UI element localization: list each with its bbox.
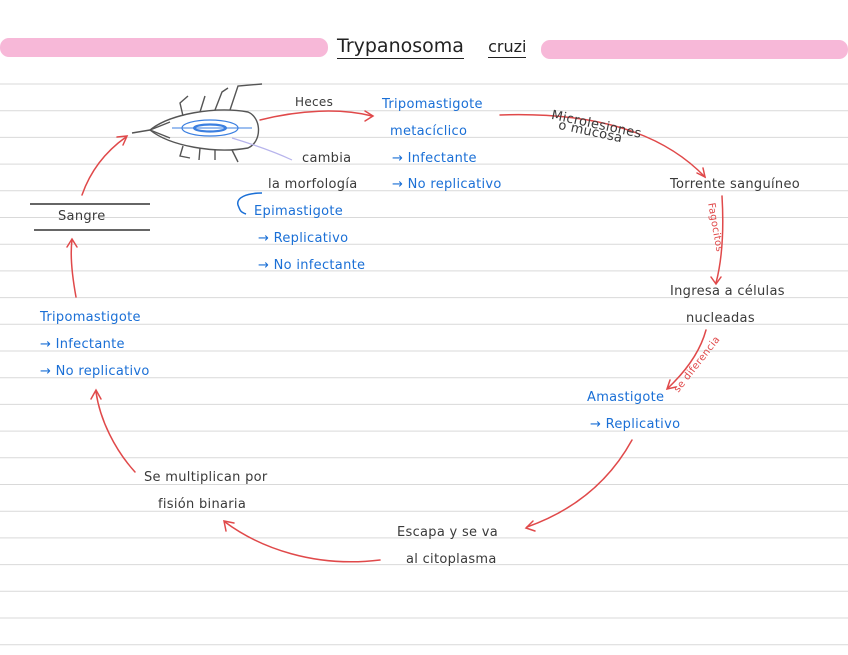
- stage-tripo-metaciclico-name: Tripomastigote: [382, 97, 483, 112]
- arrow-head-multiplican: [223, 520, 235, 532]
- arrow-heces: [259, 110, 373, 121]
- stage-tripomastigote-name: Tripomastigote: [40, 310, 141, 325]
- title-highlight-right: [541, 40, 848, 59]
- stage-tripomastigote-item: → Infectante: [40, 337, 125, 352]
- epimastigote-bracket: [237, 192, 263, 215]
- stage-amastigote-name: Amastigote: [587, 390, 665, 405]
- arrow-head-torrente: [696, 167, 707, 179]
- label-sangre: Sangre: [58, 209, 106, 224]
- label-torrente: Torrente sanguíneo: [670, 177, 800, 192]
- label-ingresa-2: nucleadas: [686, 311, 755, 326]
- stage-tripomastigote-item: → No replicativo: [40, 364, 150, 379]
- label-ingresa-1: Ingresa a células: [670, 284, 785, 299]
- label-cambia: cambia: [302, 151, 352, 166]
- arrow-head-fagocitos: [710, 276, 722, 286]
- stage-epimastigote-name: Epimastigote: [254, 204, 344, 219]
- cycle-arrows: [66, 110, 724, 563]
- arrow-multiplican: [224, 521, 381, 563]
- stage-tripo-metaciclico-item: → Infectante: [392, 151, 477, 166]
- title-species: cruzi: [488, 37, 527, 58]
- arrow-head-tripomastigote: [90, 388, 102, 400]
- label-multiplican-1: Se multiplican por: [144, 470, 268, 485]
- arrow-sangre: [70, 239, 77, 298]
- stage-amastigote-item: → Replicativo: [590, 417, 681, 432]
- stage-tripo-metaciclico-item: → No replicativo: [392, 177, 502, 192]
- arrow-head-vector: [116, 135, 129, 146]
- title-highlight-left: [0, 38, 328, 57]
- page-title: Trypanosoma cruzi: [337, 35, 527, 59]
- arrow-diferencia: [667, 329, 707, 389]
- arrow-head-diferencia: [665, 379, 677, 391]
- arrow-vector: [81, 136, 127, 196]
- arrow-head-escapa: [524, 520, 536, 532]
- ruled-lines: [0, 83, 848, 646]
- stage-epimastigote-item: → No infectante: [258, 258, 366, 273]
- arrow-fagocitos: [715, 195, 724, 284]
- label-heces: Heces: [295, 95, 334, 109]
- label-escapa-1: Escapa y se va: [397, 525, 499, 540]
- stage-tripo-metaciclico-name2: metacíclico: [390, 124, 468, 139]
- arrow-head-heces: [364, 110, 375, 122]
- arrow-escapa: [526, 439, 633, 528]
- label-multiplican-2: fisión binaria: [158, 497, 247, 512]
- arrow-torrente: [499, 113, 706, 178]
- arrow-head-sangre: [66, 237, 78, 248]
- title-genus: Trypanosoma: [337, 35, 464, 59]
- label-escapa-2: al citoplasma: [406, 552, 497, 567]
- label-morfologia: la morfología: [268, 177, 358, 192]
- triatomine-bug-icon: [131, 83, 293, 163]
- stage-epimastigote-item: → Replicativo: [258, 231, 349, 246]
- arrow-tripomastigote: [95, 391, 136, 473]
